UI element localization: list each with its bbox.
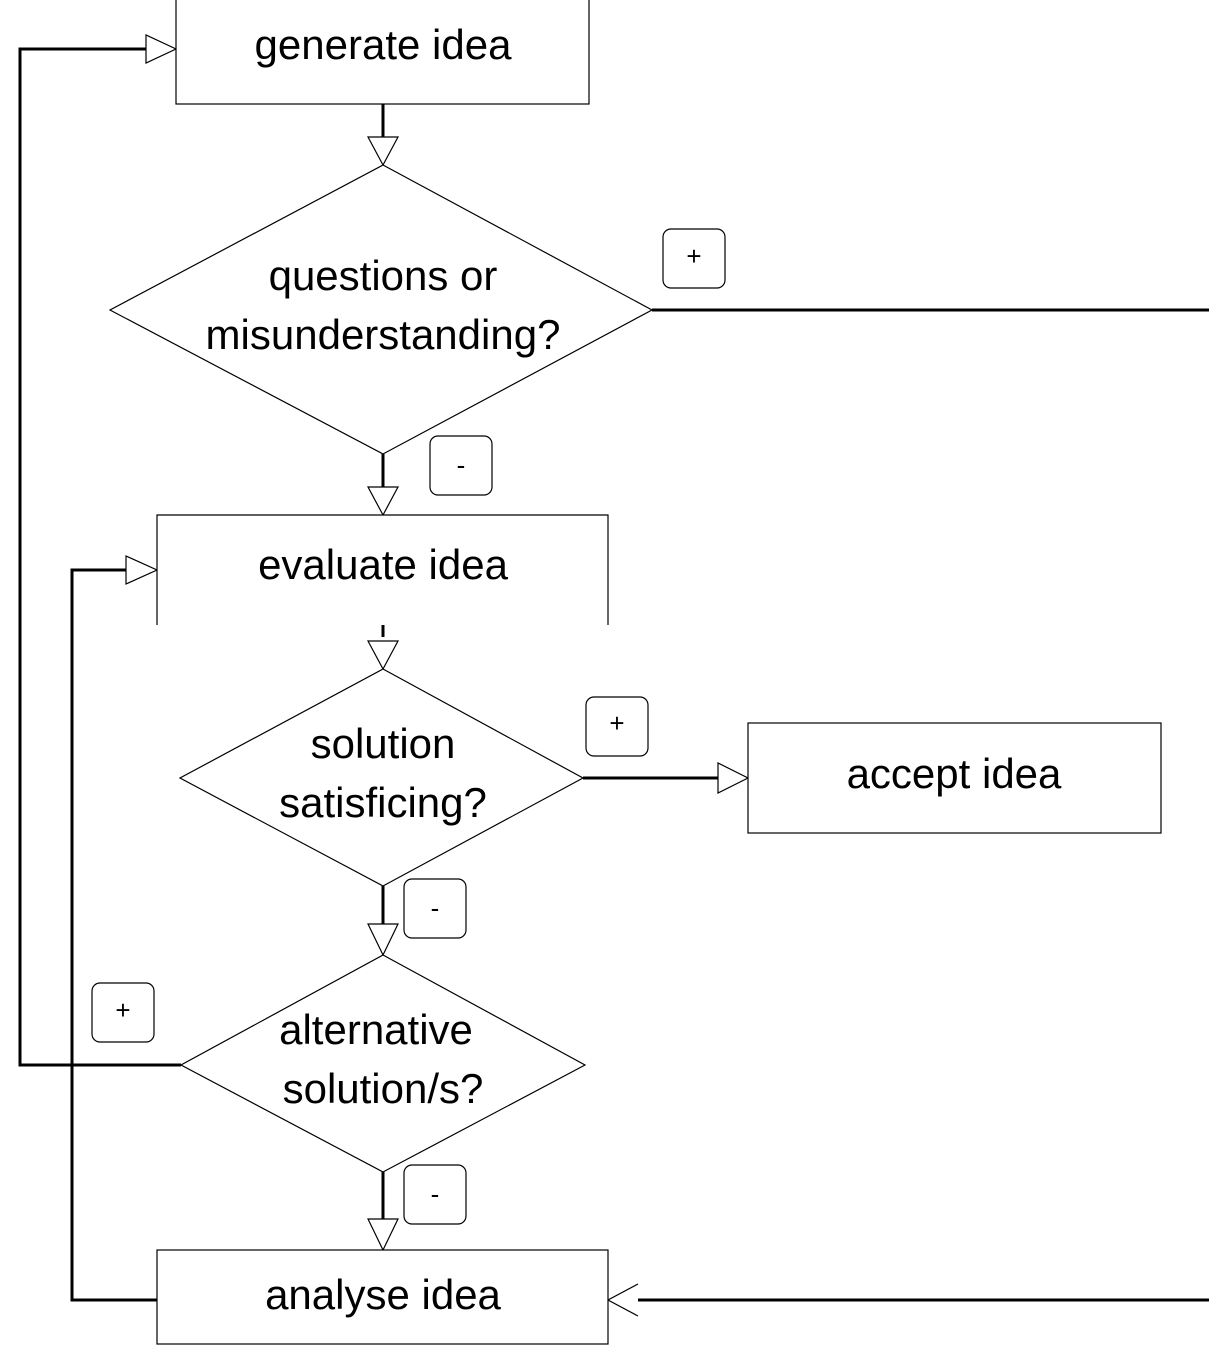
analyse-idea-box <box>156 1249 609 1345</box>
arrowhead-analyse-to-evaluate <box>125 555 159 585</box>
arrowhead-alternative-to-generate <box>145 34 178 64</box>
questions-minus-badge <box>429 435 493 496</box>
arrowhead-generate-to-questions <box>366 136 400 167</box>
questions-label-line1: questions or <box>269 252 498 299</box>
accept-idea-label: accept idea <box>847 750 1062 797</box>
questions-decision <box>108 164 654 455</box>
arrowhead-evaluate-to-solution <box>366 640 400 671</box>
solution-decision <box>178 668 585 887</box>
solution-minus-label: - <box>431 893 440 923</box>
arrowhead-solution-to-accept <box>717 762 750 794</box>
arrowhead-alternative-to-analyse <box>367 1218 399 1252</box>
arrowhead-questions-to-evaluate <box>366 486 400 517</box>
evaluate-idea-label: evaluate idea <box>258 541 509 588</box>
alternative-minus-label: - <box>431 1179 440 1209</box>
questions-plus-label: + <box>686 241 701 271</box>
questions-minus-label: - <box>457 450 466 480</box>
edge-alternative-to-generate <box>18 47 181 1067</box>
alternative-label-line1: alternative <box>279 1006 473 1053</box>
solution-label-line2: satisficing? <box>279 779 487 826</box>
evaluate-idea-box <box>156 514 609 625</box>
arrowhead-to-analyse <box>606 1283 639 1317</box>
generate-idea-label: generate idea <box>255 21 513 68</box>
edge-analyse-to-evaluate <box>70 568 157 1302</box>
solution-minus-badge <box>403 878 467 939</box>
alternative-plus-badge <box>91 982 155 1043</box>
analyse-idea-label: analyse idea <box>265 1271 501 1318</box>
solution-plus-badge <box>585 696 649 757</box>
generate-idea-box <box>175 0 590 105</box>
questions-label-line2: misunderstanding? <box>206 311 561 358</box>
solution-plus-label: + <box>609 708 624 738</box>
alternative-minus-badge <box>403 1164 467 1225</box>
alternative-plus-label: + <box>115 995 130 1025</box>
questions-plus-badge <box>662 228 726 289</box>
accept-idea-box <box>747 722 1162 834</box>
alternative-label-line2: solution/s? <box>283 1065 484 1112</box>
solution-label-line1: solution <box>311 720 456 767</box>
arrowhead-solution-to-alternative <box>367 923 399 957</box>
alternative-decision <box>179 954 587 1173</box>
